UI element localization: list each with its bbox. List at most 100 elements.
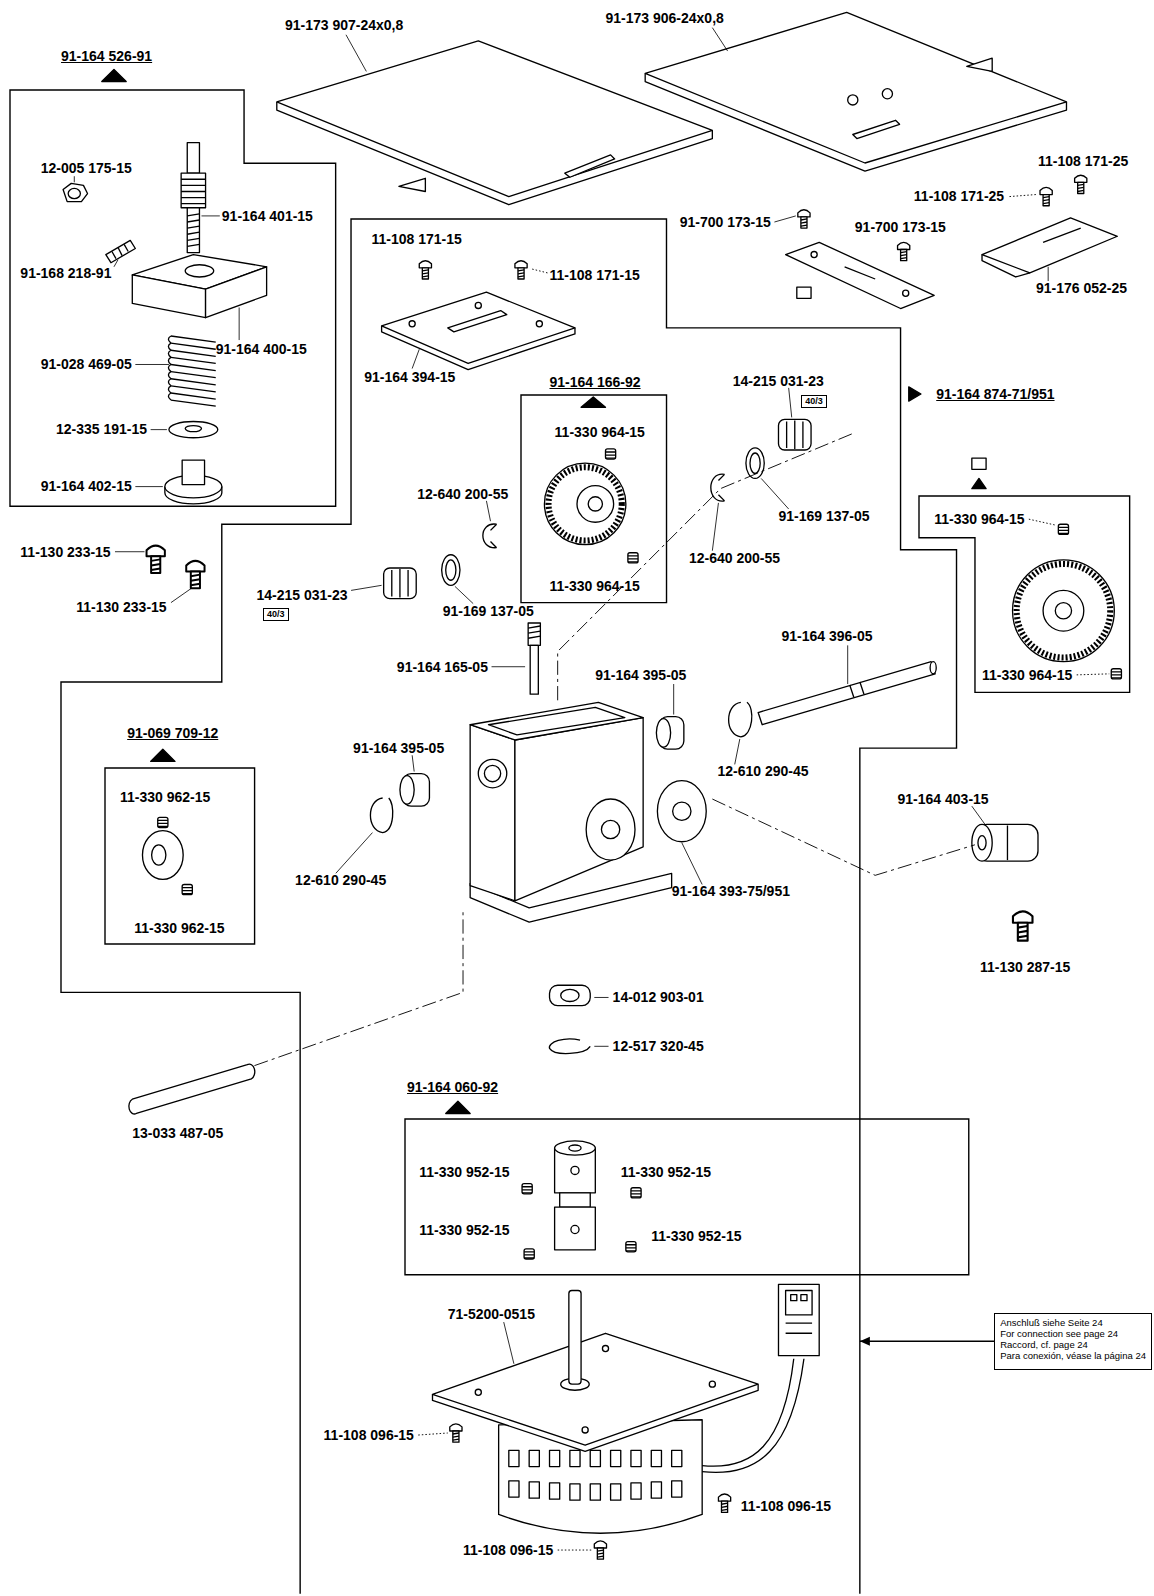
bevel-gear [544, 463, 625, 544]
part-number: 11-330 952-15 [651, 1228, 741, 1244]
assembly-number: 91-164 060-92 [407, 1079, 498, 1095]
part-number: 91-168 218-91 [20, 265, 111, 281]
quantity-tag: 40/3 [263, 608, 289, 621]
assembly-box: 91-069 709-1211-330 962-1511-330 962-15 [105, 768, 255, 944]
washer [169, 421, 218, 437]
part-number: 91-700 173-15 [855, 219, 946, 235]
assembly-number: 91-164 526-91 [61, 48, 152, 64]
part-number: 91-164 400-15 [216, 341, 307, 357]
assembly-triangle [102, 69, 986, 1113]
pin [129, 1064, 255, 1114]
note-line: For connection see page 24 [1000, 1328, 1146, 1339]
box-outline [405, 1119, 969, 1275]
outline-path [919, 496, 1130, 692]
connector [860, 1337, 994, 1346]
outline-path [521, 395, 667, 603]
part-number: 91-164 403-15 [898, 791, 989, 807]
outline-path [105, 768, 255, 944]
part-number: 91-173 907-24x0,8 [285, 17, 403, 33]
needle-plate [786, 242, 935, 308]
part-number: 11-108 171-25 [1038, 153, 1128, 169]
arrow-head [860, 1337, 870, 1346]
part-number: 91-164 165-05 [397, 659, 488, 675]
part-number: 11-330 964-15 [982, 667, 1072, 683]
assembly-number: 91-069 709-12 [127, 725, 218, 741]
outline-path [405, 1119, 969, 1275]
connector-line [860, 1341, 994, 1342]
needle-bearing [384, 419, 811, 598]
marker-square [972, 458, 986, 469]
quantity-text: 40/3 [267, 609, 285, 620]
part-number: 91-169 137-05 [778, 508, 869, 524]
part-number: 71-5200-0515 [448, 1306, 535, 1322]
quantity-text: 40/3 [805, 396, 823, 407]
part-number: 91-169 137-05 [443, 603, 534, 619]
adjusting-ring [142, 831, 183, 880]
part-number: 14-012 903-01 [613, 989, 704, 1005]
ball-bearing [550, 985, 591, 1005]
box-outline [61, 219, 957, 1594]
part-number: 91-700 173-15 [680, 214, 771, 230]
assembly-box: 91-164 166-9211-330 964-1511-330 964-15 [521, 395, 667, 603]
part-number: 14-215 031-23 [256, 587, 347, 603]
part-number: 11-130 233-15 [20, 544, 110, 560]
quantity-tag: 40/3 [801, 395, 827, 408]
set-screw [106, 240, 136, 262]
part-number: 12-640 200-55 [689, 550, 780, 566]
part-number: 91-164 395-05 [353, 740, 444, 756]
throat-plate [382, 292, 575, 369]
part-number: 11-330 952-15 [621, 1164, 711, 1180]
part-number: 11-330 962-15 [134, 920, 224, 936]
part-number: 12-335 191-15 [56, 421, 147, 437]
part-number: 11-330 952-15 [419, 1164, 509, 1180]
part-number: 11-330 964-15 [550, 578, 640, 594]
assembly-box: 91-164 874-71/95111-330 964-1511-330 964… [919, 496, 1130, 692]
bushing [400, 717, 684, 807]
spur-gear [1013, 560, 1115, 662]
assembly-number: 91-164 166-92 [550, 374, 641, 390]
cover-plate [277, 41, 713, 205]
part-number: 91-164 394-15 [364, 369, 455, 385]
note-line: Raccord, cf. page 24 [1000, 1339, 1146, 1350]
set-screw [158, 449, 1122, 1259]
part-number: 91-176 052-25 [1036, 280, 1127, 296]
part-number: 14-215 031-23 [733, 373, 824, 389]
part-number: 11-108 171-15 [550, 267, 640, 283]
part-number: 11-108 096-15 [463, 1542, 553, 1558]
part-number: 11-330 952-15 [419, 1222, 509, 1238]
part-number: 11-330 962-15 [120, 789, 210, 805]
note-box: Anschluß siehe Seite 24For connection se… [994, 1313, 1152, 1370]
outline-path [10, 90, 336, 506]
leader-line [74, 28, 1048, 1364]
part-number: 11-108 096-15 [741, 1498, 831, 1514]
assembly-box: 91-164 060-9211-330 952-1511-330 952-151… [405, 1119, 969, 1275]
shaft [758, 662, 936, 725]
adjusting-shaft [181, 143, 205, 253]
part-number: 11-108 171-25 [914, 188, 1004, 204]
block [132, 255, 266, 318]
roller [972, 824, 1038, 861]
part-number: 12-517 320-45 [613, 1038, 704, 1054]
part-number: 12-005 175-15 [41, 160, 132, 176]
part-number: 12-610 290-45 [717, 763, 808, 779]
part-number: 13-033 487-05 [132, 1125, 223, 1141]
spring [168, 336, 215, 406]
note-line: Anschluß siehe Seite 24 [1000, 1317, 1146, 1328]
part-number: 11-130 287-15 [980, 959, 1070, 975]
part-number: 11-108 096-15 [324, 1427, 414, 1443]
outline-path [61, 219, 957, 1594]
cover-plate [645, 12, 1066, 171]
part-number: 11-108 171-15 [371, 231, 461, 247]
part-number: 91-164 401-15 [222, 208, 313, 224]
part-number: 12-610 290-45 [295, 872, 386, 888]
box-outline [10, 90, 336, 506]
part-number: 91-028 469-05 [41, 356, 132, 372]
gear-housing [470, 702, 706, 922]
stepper-motor [432, 1291, 758, 1534]
assembly-line [254, 433, 974, 1066]
bracket-plate [982, 218, 1117, 277]
nut [63, 183, 87, 201]
assembly-region: 91-164 166-9211-330 964-1511-330 964-15 4… [61, 219, 957, 1594]
part-number: 91-164 396-05 [782, 628, 873, 644]
part-number: 91-164 393-75/951 [672, 883, 790, 899]
